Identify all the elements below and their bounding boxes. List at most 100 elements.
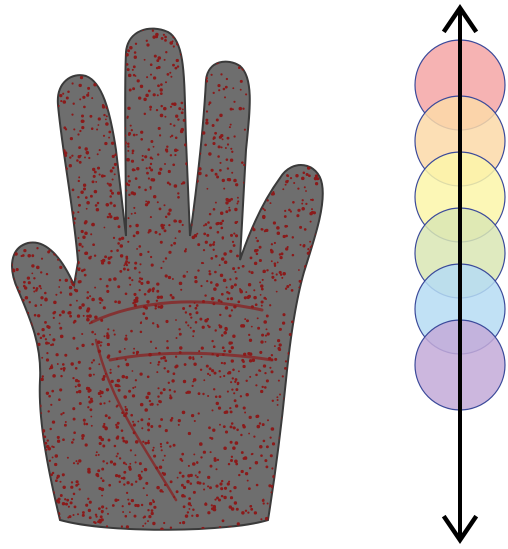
surface-point <box>324 421 327 424</box>
surface-point <box>27 86 30 89</box>
surface-point <box>316 289 319 292</box>
surface-point <box>183 486 186 489</box>
surface-point <box>243 164 245 166</box>
surface-point <box>228 33 231 36</box>
surface-point <box>121 82 125 86</box>
surface-point <box>177 118 179 120</box>
surface-point <box>164 484 166 486</box>
surface-point <box>297 209 300 212</box>
surface-point <box>250 256 253 259</box>
surface-point <box>209 213 212 216</box>
surface-point <box>106 388 109 391</box>
surface-point <box>183 505 186 508</box>
surface-point <box>132 69 134 71</box>
surface-point <box>258 195 260 197</box>
surface-point <box>21 494 23 496</box>
surface-point <box>87 406 89 408</box>
surface-point <box>47 495 50 498</box>
surface-point <box>65 503 68 506</box>
surface-point <box>26 472 28 474</box>
surface-point <box>202 326 205 329</box>
surface-point <box>188 432 191 435</box>
surface-point <box>281 503 284 506</box>
surface-point <box>232 335 235 338</box>
surface-point <box>288 209 291 212</box>
surface-point <box>284 210 286 212</box>
surface-point <box>32 108 34 110</box>
surface-point <box>183 275 186 278</box>
surface-point <box>219 482 222 485</box>
surface-point <box>264 459 267 462</box>
surface-point <box>202 131 205 134</box>
surface-point <box>239 288 241 290</box>
surface-point <box>213 249 215 251</box>
surface-point <box>68 506 70 508</box>
surface-point <box>155 307 157 309</box>
surface-point <box>164 59 166 61</box>
surface-point <box>126 63 129 66</box>
surface-point <box>307 32 309 34</box>
surface-point <box>60 494 63 497</box>
surface-point <box>73 128 75 130</box>
surface-point <box>194 234 198 238</box>
surface-point <box>105 373 107 375</box>
surface-point <box>38 463 41 466</box>
surface-point <box>308 117 311 120</box>
surface-point <box>159 233 161 235</box>
surface-point <box>37 314 40 317</box>
surface-point <box>157 296 160 299</box>
surface-point <box>227 167 229 169</box>
surface-point <box>13 117 16 120</box>
surface-point <box>295 361 298 364</box>
surface-point <box>21 57 24 60</box>
surface-point <box>50 72 52 74</box>
surface-point <box>58 398 61 401</box>
surface-point <box>88 374 91 377</box>
surface-point <box>49 334 51 336</box>
surface-point <box>39 235 41 237</box>
surface-point <box>78 529 81 532</box>
surface-point <box>82 511 85 514</box>
surface-point <box>181 453 184 456</box>
surface-point <box>153 455 156 458</box>
surface-point <box>213 241 215 243</box>
surface-point <box>122 477 125 480</box>
surface-point <box>132 352 134 354</box>
surface-point <box>40 170 43 173</box>
surface-point <box>230 234 233 237</box>
surface-point <box>36 481 39 484</box>
surface-point <box>31 174 34 177</box>
surface-point <box>291 532 293 534</box>
surface-point <box>232 377 234 379</box>
surface-point <box>252 525 255 528</box>
surface-point <box>78 306 81 309</box>
surface-point <box>157 153 159 155</box>
surface-point <box>141 504 143 506</box>
surface-point <box>253 296 257 300</box>
surface-point <box>59 94 62 97</box>
surface-point <box>94 333 96 335</box>
surface-point <box>41 195 43 197</box>
surface-point <box>72 407 75 410</box>
surface-point <box>202 393 204 395</box>
surface-point <box>219 325 222 328</box>
surface-point <box>147 441 150 444</box>
surface-point <box>219 114 222 117</box>
surface-point <box>191 414 194 417</box>
surface-point <box>148 353 152 357</box>
surface-point <box>84 156 86 158</box>
surface-point <box>139 462 142 465</box>
surface-point <box>69 292 72 295</box>
surface-point <box>225 147 227 149</box>
surface-point <box>284 124 287 127</box>
surface-point <box>70 362 73 365</box>
surface-point <box>258 194 261 197</box>
surface-point <box>229 490 231 492</box>
surface-point <box>164 204 166 206</box>
surface-point <box>226 286 228 288</box>
surface-point <box>35 130 37 132</box>
surface-point <box>77 314 80 317</box>
surface-point <box>316 436 319 439</box>
surface-point <box>223 425 226 428</box>
surface-point <box>297 30 299 32</box>
